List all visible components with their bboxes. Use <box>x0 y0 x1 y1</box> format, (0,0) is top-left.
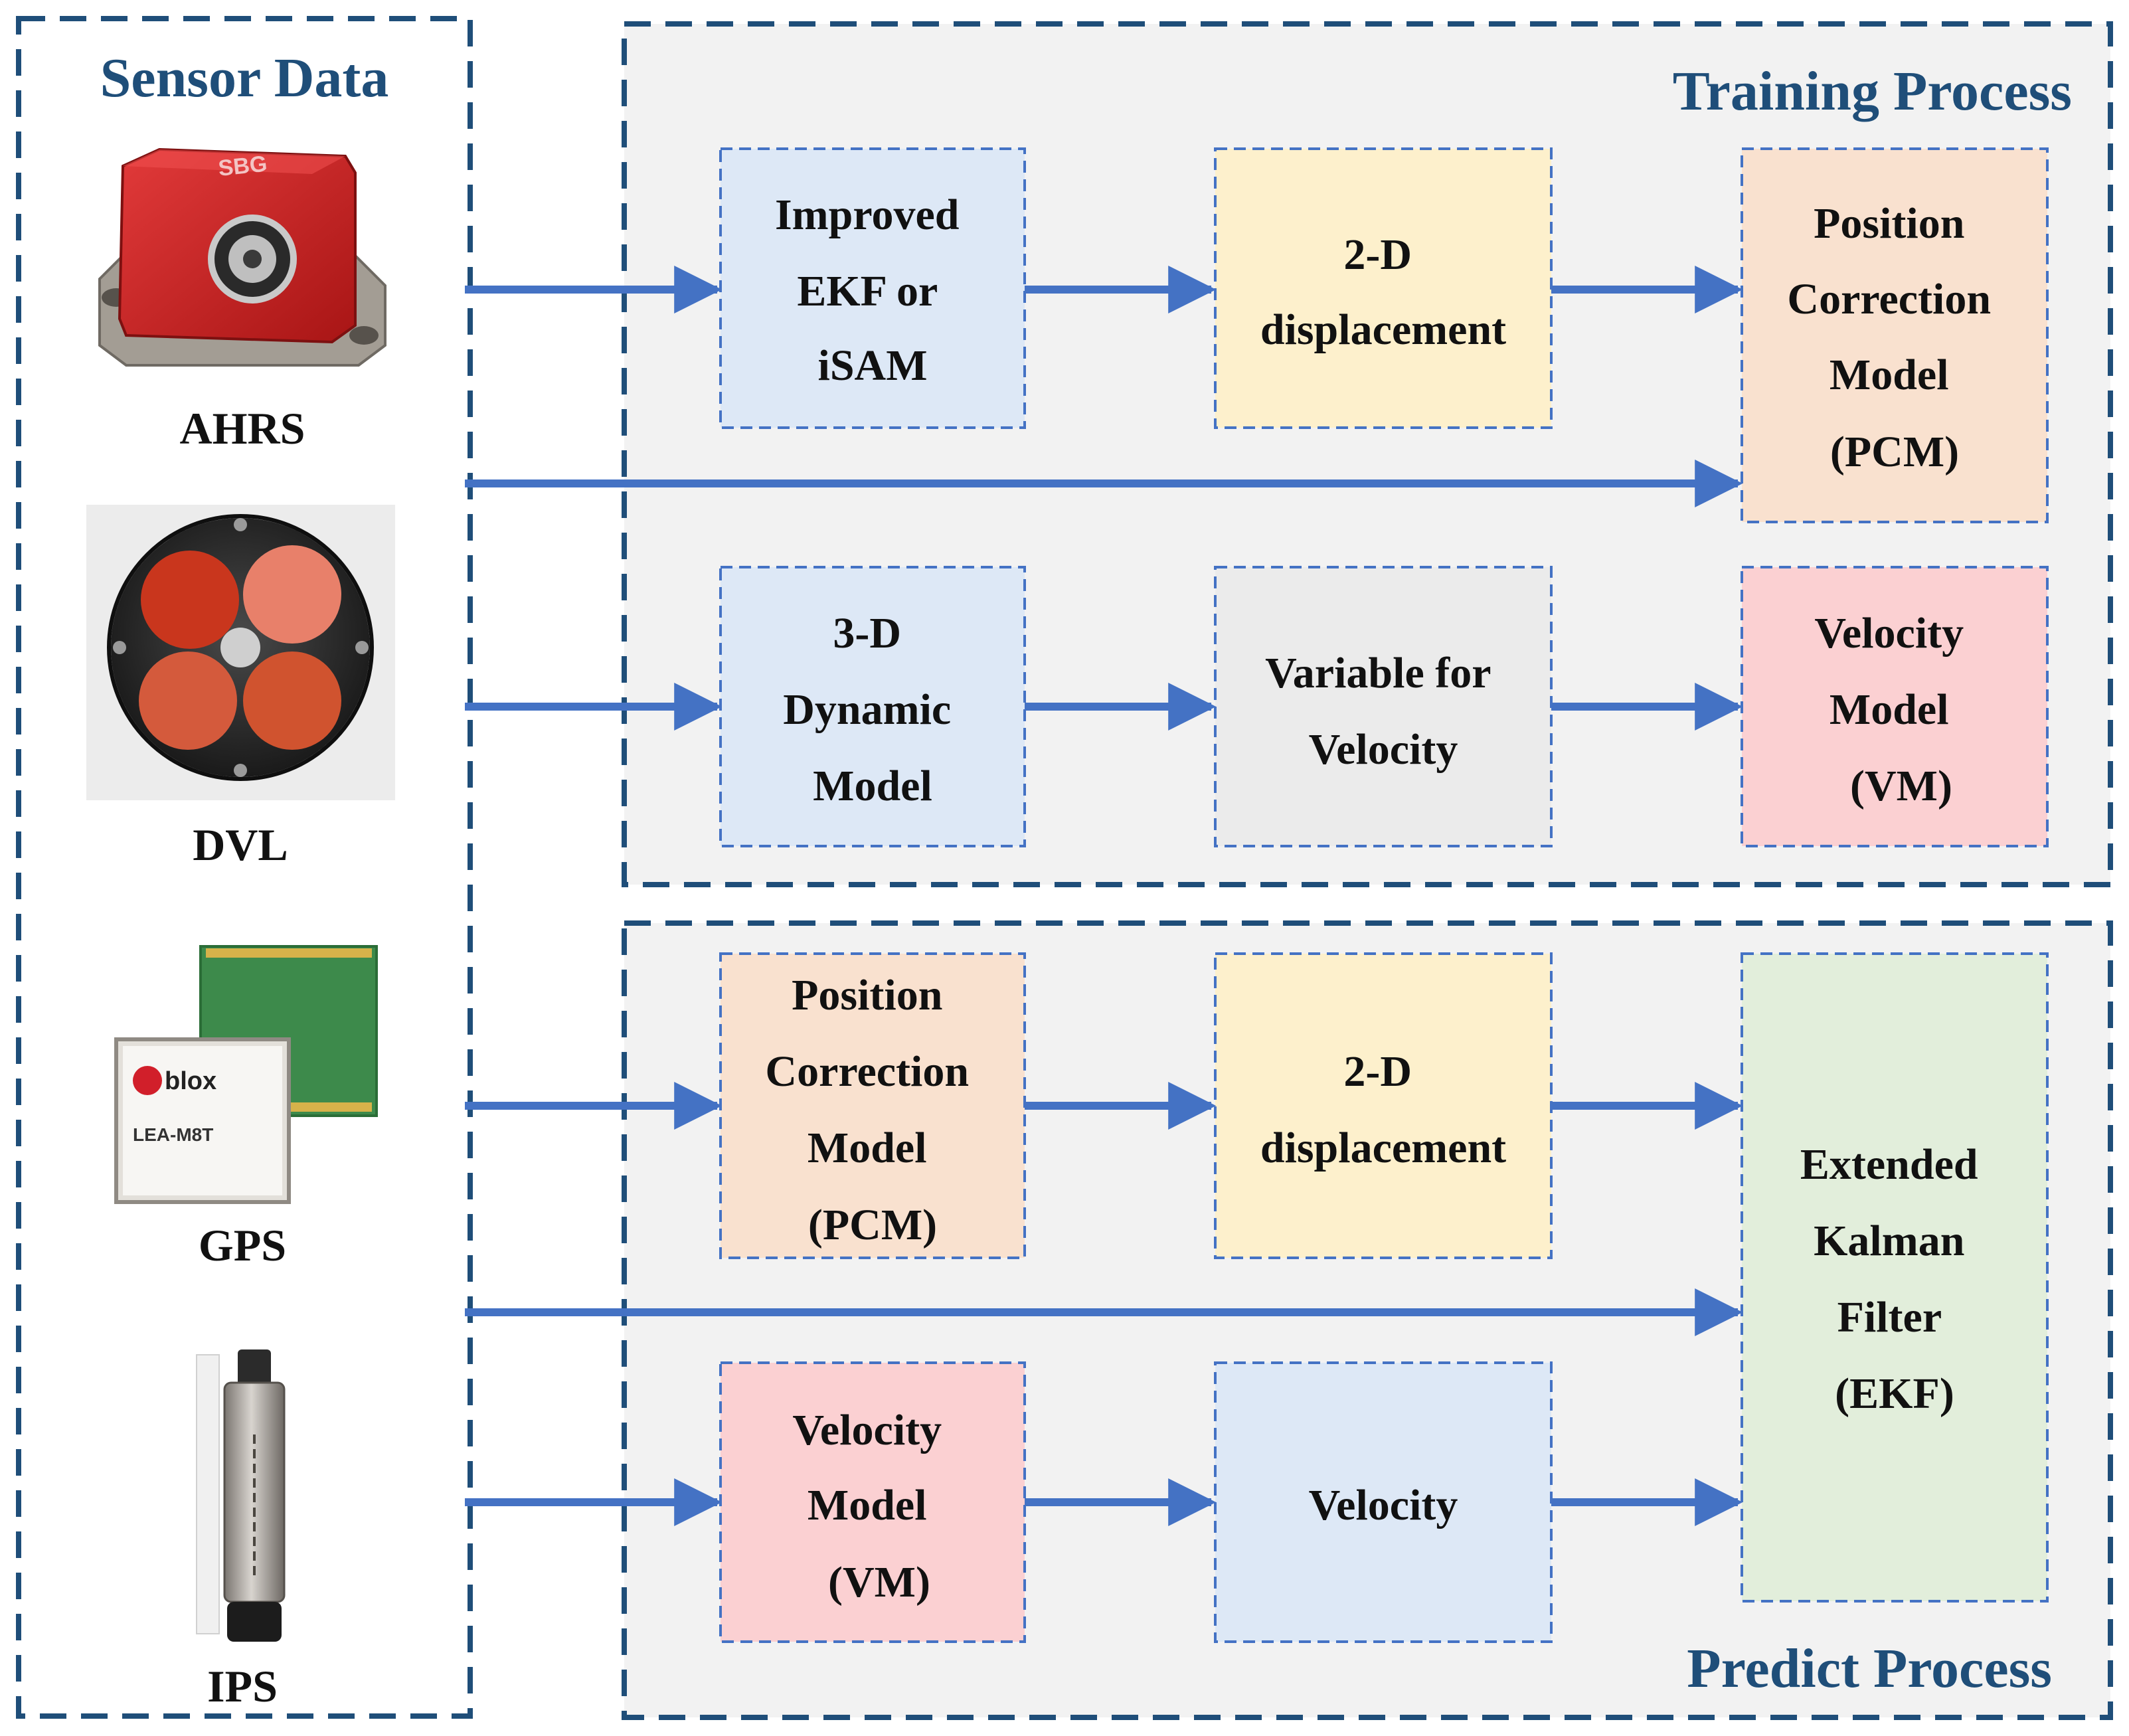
gps-module-icon: blox LEA-M8T <box>114 945 378 1204</box>
box-text-vm-predict: Velocity Model (VM) <box>792 1406 952 1606</box>
box-line: (VM) <box>828 1558 930 1606</box>
box-2d-displacement-training <box>1214 147 1553 429</box>
box-text-pcm-training: Position Correction Model (PCM) <box>1787 199 2001 476</box>
box-line: Improved <box>775 191 959 239</box>
box-line: Model <box>1830 351 1949 399</box>
box-line: 2-D <box>1343 1047 1412 1096</box>
box-text-2d-displacement-predict: 2-D displacement <box>1260 1047 1506 1172</box>
box-line: (PCM) <box>1830 428 1959 476</box>
box-variable-for-velocity <box>1214 566 1553 847</box>
gps-model-text: LEA-M8T <box>133 1124 213 1145</box>
box-line: Velocity <box>792 1406 942 1454</box>
box-line: Velocity <box>1309 725 1458 774</box>
box-line: 2-D <box>1343 230 1412 279</box>
box-line: displacement <box>1260 1124 1506 1172</box>
sensor-label-gps: GPS <box>199 1220 286 1270</box>
box-line: Model <box>808 1481 927 1529</box>
box-line: (EKF) <box>1835 1369 1954 1418</box>
box-text-pcm-predict: Position Correction Model (PCM) <box>765 971 979 1249</box>
box-line: Correction <box>765 1047 969 1096</box>
sensor-label-dvl: DVL <box>193 820 288 870</box>
box-line: Extended <box>1800 1140 1978 1189</box>
box-line: Model <box>813 762 932 810</box>
box-line: iSAM <box>818 341 928 390</box>
box-line: Variable for <box>1265 649 1490 697</box>
box-text-ekf-isam: Improved EKF or iSAM <box>775 191 970 390</box>
box-line: displacement <box>1260 305 1506 354</box>
box-line: Model <box>808 1124 927 1172</box>
box-text-vm-training: Velocity Model (VM) <box>1814 609 1974 810</box>
box-line: Dynamic <box>783 685 951 734</box>
box-line: Position <box>1814 199 1964 248</box>
box-line: Velocity <box>1309 1481 1458 1529</box>
box-line: Correction <box>1787 275 1991 323</box>
training-panel-title: Training Process <box>1673 60 2072 122</box>
dvl-device-icon <box>86 505 395 800</box>
box-line: (VM) <box>1850 762 1952 810</box>
box-line: Kalman <box>1814 1217 1964 1265</box>
sensor-panel-title: Sensor Data <box>100 47 389 109</box>
ahrs-brand-text: SBG <box>217 151 268 181</box>
box-text-ekf-predict: Extended Kalman Filter (EKF) <box>1800 1140 1989 1418</box>
predict-panel-title: Predict Process <box>1687 1638 2052 1699</box>
sensor-label-ips: IPS <box>207 1661 278 1711</box>
sensor-label-ahrs: AHRS <box>180 403 305 454</box>
box-vm-training <box>1741 566 2049 847</box>
ips-sensor-icon <box>196 1349 286 1642</box>
gps-brand-text: blox <box>165 1067 216 1095</box>
ahrs-device-icon: SBG <box>98 147 386 367</box>
box-pcm-training <box>1741 147 2049 523</box>
box-line: EKF or <box>797 267 937 315</box>
box-text-variable-for-velocity: Variable for Velocity <box>1265 649 1501 774</box>
box-text-velocity-predict: Velocity <box>1309 1481 1458 1529</box>
box-pcm-predict <box>719 952 1026 1259</box>
box-line: 3-D <box>833 609 901 657</box>
box-line: Model <box>1830 685 1949 734</box>
sensor-panel-frame <box>16 16 473 1719</box>
box-line: Position <box>792 971 942 1019</box>
box-vm-predict <box>719 1361 1026 1643</box>
box-ekf-isam <box>719 147 1026 429</box>
box-line: (PCM) <box>808 1201 937 1249</box>
box-2d-displacement-predict <box>1214 952 1553 1259</box>
box-line: Filter <box>1837 1293 1941 1342</box>
box-velocity-predict <box>1214 1361 1553 1643</box>
box-3d-dynamic-model <box>719 566 1026 847</box>
box-line: Velocity <box>1814 609 1964 657</box>
box-ekf-predict <box>1741 952 2049 1603</box>
box-text-2d-displacement-training: 2-D displacement <box>1260 230 1506 354</box>
box-text-3d-dynamic-model: 3-D Dynamic Model <box>783 609 962 810</box>
